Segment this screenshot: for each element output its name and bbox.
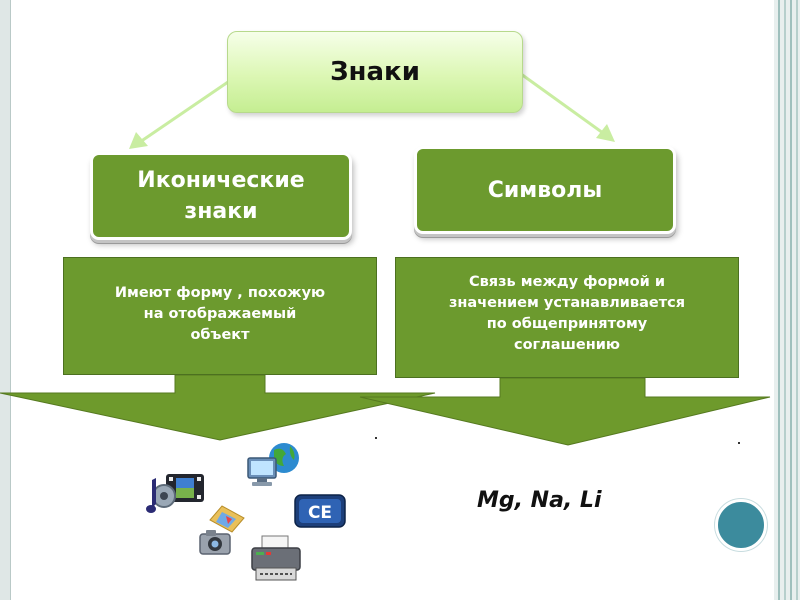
network-globe-icon: [247, 443, 299, 486]
category-node-symbols: Символы: [414, 146, 676, 234]
decorative-dot: [375, 437, 377, 439]
slide-right-border: [774, 0, 800, 600]
category-node-iconic: Иконические знаки: [90, 152, 352, 240]
category-iconic-label-line2: знаки: [184, 199, 258, 224]
description-iconic-line: объект: [190, 327, 250, 343]
description-symbols-line: Связь между формой и: [468, 274, 665, 290]
photo-folder-icon: [199, 505, 245, 555]
ce-badge-icon: CE: [294, 494, 346, 528]
symbol-examples-text: Mg, Na, Li: [477, 488, 602, 513]
description-symbols-line: значением устанавливается: [448, 295, 686, 311]
root-node-znaki: Знаки: [227, 31, 523, 113]
description-iconic-line: Имеют форму , похожую: [114, 285, 326, 301]
slide-left-border: [0, 0, 11, 600]
description-symbols-line: соглашению: [513, 337, 621, 353]
block-arrow-iconic: [0, 374, 436, 441]
category-symbols-label: Символы: [487, 177, 603, 203]
printer-icon: [251, 535, 301, 581]
description-iconic-line: на отображаемый: [143, 306, 297, 322]
description-symbols: Связь между формой и значением устанавли…: [395, 257, 739, 378]
svg-text:CE: CE: [308, 503, 332, 523]
connector-arrow-right: [520, 72, 615, 142]
description-symbols-line: по общепринятому: [486, 316, 648, 332]
music-media-icon: [146, 474, 204, 513]
connector-arrow-left: [129, 80, 229, 149]
block-arrow-symbols: [359, 377, 771, 446]
decorative-circle: [715, 499, 767, 551]
decorative-dot: [738, 442, 740, 444]
description-iconic: Имеют форму , похожую на отображаемый об…: [63, 257, 377, 375]
category-iconic-label-line1: Иконические: [137, 168, 305, 193]
root-node-label: Знаки: [330, 57, 420, 87]
